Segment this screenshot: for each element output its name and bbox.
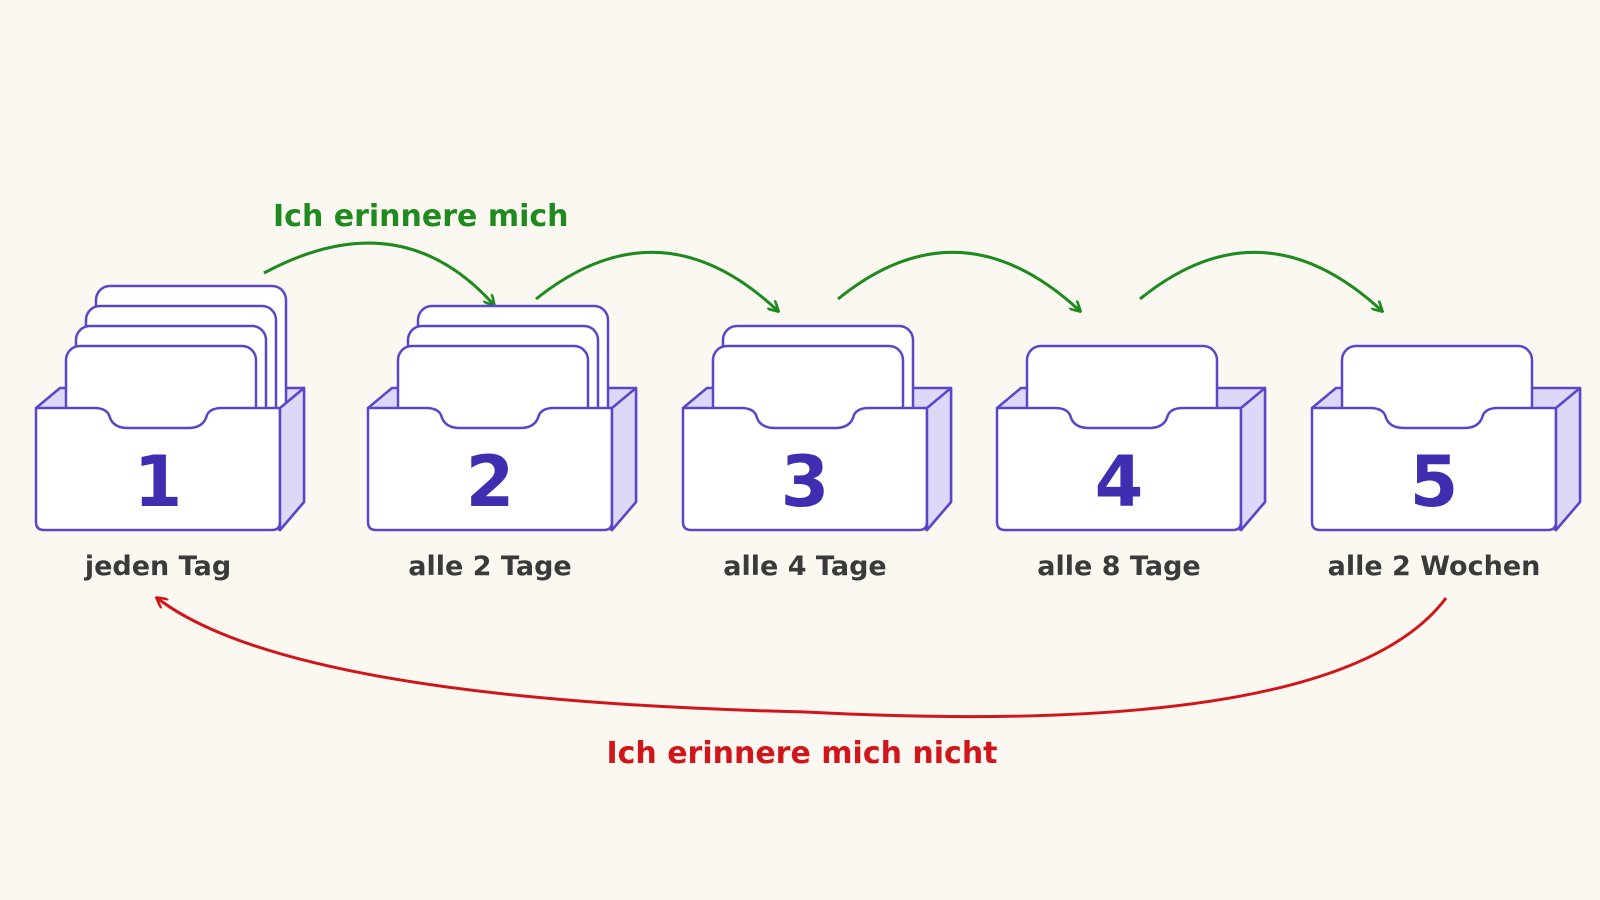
leitner-box-4: 4 alle 8 Tage: [995, 344, 1267, 582]
box-number: 2: [466, 441, 515, 523]
box-interval-label: jeden Tag: [84, 551, 231, 582]
box-interval-label: alle 8 Tage: [1037, 551, 1200, 582]
box-side-panel: [925, 386, 953, 532]
forward-arrow-3-4: [837, 250, 1080, 311]
box-interval-label: alle 4 Tage: [723, 551, 886, 582]
box-side-panel: [278, 386, 306, 532]
leitner-box-2: 2 alle 2 Tage: [366, 304, 638, 582]
forward-arrow-4-5: [1139, 250, 1382, 311]
back-arrow: [157, 598, 1448, 719]
leitner-box-5: 5 alle 2 Wochen: [1310, 344, 1582, 582]
forward-arrow-1-2: [263, 241, 494, 305]
box-interval-label: alle 2 Tage: [408, 551, 571, 582]
box-number: 5: [1410, 441, 1459, 523]
forward-arrow-2-3: [535, 250, 778, 311]
box-interval-label: alle 2 Wochen: [1328, 551, 1541, 582]
box-number: 3: [781, 441, 830, 523]
boxes-layer: 1 jeden Tag 2 alle 2 Tage 3 alle 4 Tage 4 alle …: [34, 284, 1582, 582]
box-number: 4: [1095, 441, 1144, 523]
box-number: 1: [134, 441, 183, 523]
leitner-box-3: 3 alle 4 Tage: [681, 324, 953, 582]
leitner-box-1: 1 jeden Tag: [34, 284, 306, 582]
box-side-panel: [1554, 386, 1582, 532]
box-front-panel: [34, 406, 282, 532]
box-front-panel: [995, 406, 1243, 532]
back-caption: Ich erinnere mich nicht: [606, 736, 997, 771]
box-front-panel: [366, 406, 614, 532]
box-front-panel: [1310, 406, 1558, 532]
box-side-panel: [1239, 386, 1267, 532]
box-front-panel: [681, 406, 929, 532]
forward-caption: Ich erinnere mich: [273, 199, 569, 234]
box-side-panel: [610, 386, 638, 532]
forward-arrows: [263, 241, 1382, 311]
